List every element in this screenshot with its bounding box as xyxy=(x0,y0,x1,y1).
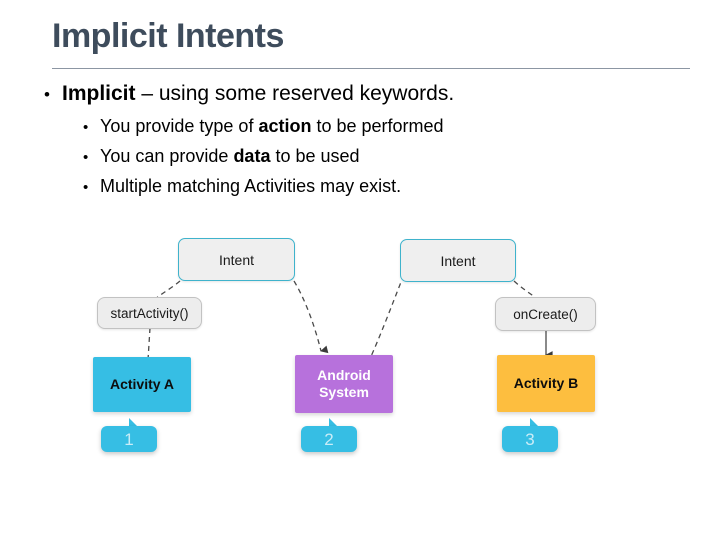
bullet-level1-text: Implicit – using some reserved keywords. xyxy=(62,80,684,108)
sub-bullet-pre: You can provide xyxy=(100,146,234,166)
step-badge-1-label: 1 xyxy=(124,429,134,449)
sub-bullet-pre: You provide type of xyxy=(100,116,259,136)
connector-intent-left-to-startactivity xyxy=(149,280,181,305)
node-intent-right[interactable]: Intent xyxy=(400,239,516,282)
badge-body xyxy=(301,426,357,452)
connector-startactivity-to-activity-a xyxy=(147,327,151,361)
badge-body xyxy=(101,426,157,452)
bullet-glyph-icon: • xyxy=(83,179,89,196)
node-start-activity-label: startActivity() xyxy=(110,305,189,321)
step-badge-2-label: 2 xyxy=(324,429,334,449)
step-badge-2[interactable]: 2 xyxy=(301,418,357,452)
sub-bullet-text-3: Multiple matching Activities may exist. xyxy=(100,172,684,201)
node-activity-a-label: Activity A xyxy=(109,375,175,392)
node-on-create[interactable]: onCreate() xyxy=(495,297,596,331)
node-intent-left[interactable]: Intent xyxy=(178,238,295,281)
sub-bullet-pre: Multiple matching Activities may exist. xyxy=(100,176,402,196)
bullet-glyph-icon: • xyxy=(83,149,89,166)
bullet-level1: • Implicit – using some reserved keyword… xyxy=(44,80,684,109)
connector-intent-left-to-android-system xyxy=(293,280,329,354)
badge-body xyxy=(502,426,558,452)
sub-bullet-list: • You provide type of action to be perfo… xyxy=(44,112,684,202)
step-badge-1[interactable]: 1 xyxy=(101,418,157,452)
bullet-glyph-icon: • xyxy=(83,119,89,136)
list-item: • You can provide data to be used xyxy=(83,142,684,172)
sub-bullet-post: to be used xyxy=(270,146,360,166)
node-android-system[interactable]: Android System xyxy=(295,355,393,413)
sub-bullet-text-2: You can provide data to be used xyxy=(100,142,684,171)
step-badge-3[interactable]: 3 xyxy=(502,418,558,452)
sub-bullet-bold: data xyxy=(233,146,271,166)
page-title: Implicit Intents xyxy=(52,17,284,55)
node-android-system-label-line1: Android xyxy=(317,366,371,383)
sub-bullet-post: to be performed xyxy=(311,116,444,136)
sub-bullet-bold: action xyxy=(258,116,312,136)
node-android-system-label-line2: System xyxy=(319,384,369,400)
intent-flow-diagram: Intent Intent startActivity() onCreate()… xyxy=(0,215,720,485)
title-divider xyxy=(52,68,690,69)
connector-android-system-to-intent-right xyxy=(367,281,402,364)
bullet-level1-bold: Implicit xyxy=(62,82,136,105)
bullet-list: • Implicit – using some reserved keyword… xyxy=(44,80,684,202)
node-activity-b[interactable]: Activity B xyxy=(497,355,595,412)
bullet-level1-rest: – using some reserved keywords. xyxy=(135,82,455,105)
node-activity-b-label: Activity B xyxy=(513,374,579,391)
node-on-create-label: onCreate() xyxy=(513,306,578,322)
node-intent-left-label: Intent xyxy=(218,251,255,268)
node-activity-a[interactable]: Activity A xyxy=(93,357,191,412)
list-item: • Multiple matching Activities may exist… xyxy=(83,172,684,202)
list-item: • You provide type of action to be perfo… xyxy=(83,112,684,142)
sub-bullet-text-1: You provide type of action to be perform… xyxy=(100,112,684,141)
node-intent-right-label: Intent xyxy=(440,252,476,269)
step-badge-3-label: 3 xyxy=(525,429,535,449)
node-start-activity[interactable]: startActivity() xyxy=(97,297,202,329)
bullet-glyph-icon: • xyxy=(44,85,50,104)
